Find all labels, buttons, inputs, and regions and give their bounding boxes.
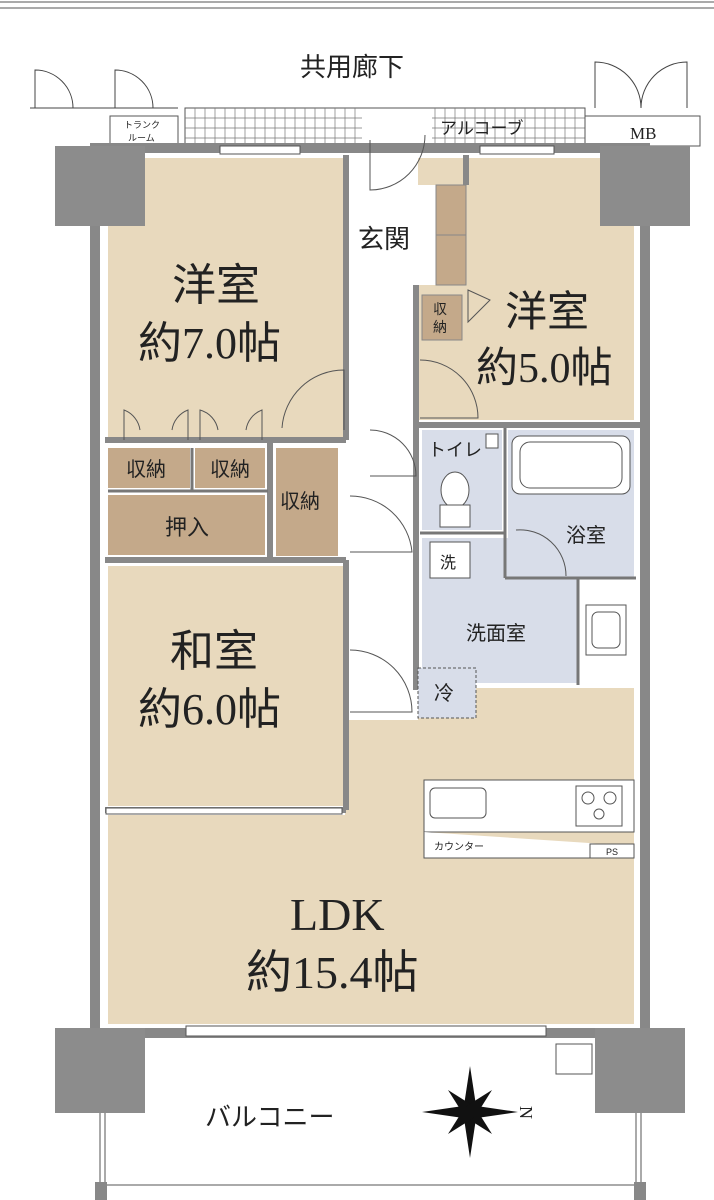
toilet-icon <box>440 471 470 509</box>
trunk-room-label-1: トランク <box>124 120 160 130</box>
balcony <box>95 1043 646 1200</box>
storage-a-label: 収納 <box>126 458 166 481</box>
pillars <box>55 146 690 1113</box>
alcove-label: アルコーブ <box>440 118 523 138</box>
mb-box <box>584 115 701 147</box>
western-b-name: 洋室 <box>505 289 589 336</box>
mb-label: MB <box>630 124 656 143</box>
ldk-size: 約15.4帖 <box>246 947 419 998</box>
storage-c <box>276 448 338 556</box>
washer-icon <box>429 541 471 579</box>
fridge-label: 冷 <box>434 682 454 705</box>
stove <box>575 785 623 827</box>
toilet-label: トイレ <box>428 440 482 460</box>
outer-door-swings <box>30 61 688 109</box>
kitchen-sink <box>429 787 487 819</box>
fridge-space <box>417 667 477 719</box>
japanese-name: 和室 <box>170 627 258 676</box>
trunk-room <box>109 115 179 147</box>
closet-label-1: 収 <box>433 302 447 318</box>
closet-label-2: 納 <box>433 320 447 336</box>
compass-n-label: N <box>516 1106 536 1119</box>
storage-b-label: 収納 <box>210 458 250 481</box>
balcony-label: バルコニー <box>205 1103 334 1132</box>
closet-small <box>421 294 463 341</box>
ldk-room <box>108 688 634 1024</box>
oshiire-label: 押入 <box>165 515 209 540</box>
door-swings <box>123 134 567 713</box>
alcove-tiles <box>184 107 586 180</box>
washroom-label: 洗面室 <box>466 622 526 645</box>
bathtub <box>511 435 631 495</box>
entrance-label: 玄関 <box>358 225 410 254</box>
washbasin <box>585 604 627 656</box>
oshiire <box>108 495 265 555</box>
western-b-size: 約5.0帖 <box>476 346 613 392</box>
western-a-name: 洋室 <box>172 261 260 310</box>
storage-b <box>195 448 265 488</box>
western-room-a <box>108 158 345 438</box>
storage-c-label: 収納 <box>280 490 320 513</box>
windows <box>105 145 555 1037</box>
bath-label: 浴室 <box>566 524 606 547</box>
japanese-room <box>108 566 345 806</box>
compass-icon <box>422 1066 518 1158</box>
storage-a <box>108 448 190 488</box>
ldk-name: LDK <box>290 889 385 940</box>
entrance-area <box>348 185 436 285</box>
washer-label: 洗 <box>440 554 456 572</box>
trunk-room-label-2: ルーム <box>128 133 155 143</box>
japanese-size: 約6.0帖 <box>138 685 281 734</box>
corridor-label: 共用廊下 <box>300 53 404 82</box>
ps-label: PS <box>606 847 618 857</box>
western-a-size: 約7.0帖 <box>138 319 281 368</box>
counter-label: カウンター <box>434 841 484 853</box>
